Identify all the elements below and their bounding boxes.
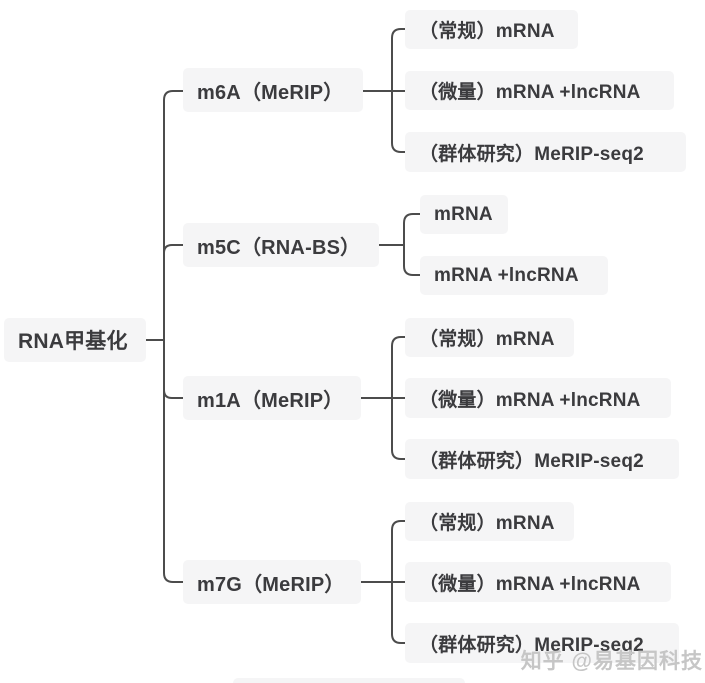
node-leaf-m7g-trace: （微量）mRNA +lncRNA [405,562,671,602]
node-branch-m5c: m5C（RNA-BS） [183,223,379,267]
node-root-rna-methylation: RNA甲基化 [4,318,146,362]
edge-trunk [163,90,184,583]
node-branch-m6a: m6A（MeRIP） [183,68,363,112]
edge-trunk-m5c [163,244,184,254]
node-leaf-m6a-regular: （常规）mRNA [405,10,578,49]
node-partial-cutoff [233,678,465,683]
node-leaf-m1a-population: （群体研究）MeRIP-seq2 [405,439,679,479]
node-leaf-m7g-population: （群体研究）MeRIP-seq2 [405,623,679,663]
edge-m5c-rail [403,213,421,276]
zhihu-watermark: 知乎 @易基因科技 [520,650,703,673]
edge-m7g-rail [391,520,406,644]
edge-trunk-m1a [163,389,184,399]
edge-m6a-rail [391,28,406,153]
node-leaf-m6a-trace: （微量）mRNA +lncRNA [405,71,674,110]
node-leaf-m5c-mrna-lncrna: mRNA +lncRNA [420,256,608,295]
edge-m1a-rail [391,336,406,460]
node-leaf-m5c-mrna: mRNA [420,195,508,234]
node-leaf-m6a-population: （群体研究）MeRIP-seq2 [405,132,686,172]
node-leaf-m7g-regular: （常规）mRNA [405,502,574,541]
node-branch-m1a: m1A（MeRIP） [183,376,361,420]
node-branch-m7g: m7G（MeRIP） [183,560,361,604]
node-leaf-m1a-trace: （微量）mRNA +lncRNA [405,378,671,418]
node-leaf-m1a-regular: （常规）mRNA [405,318,574,357]
